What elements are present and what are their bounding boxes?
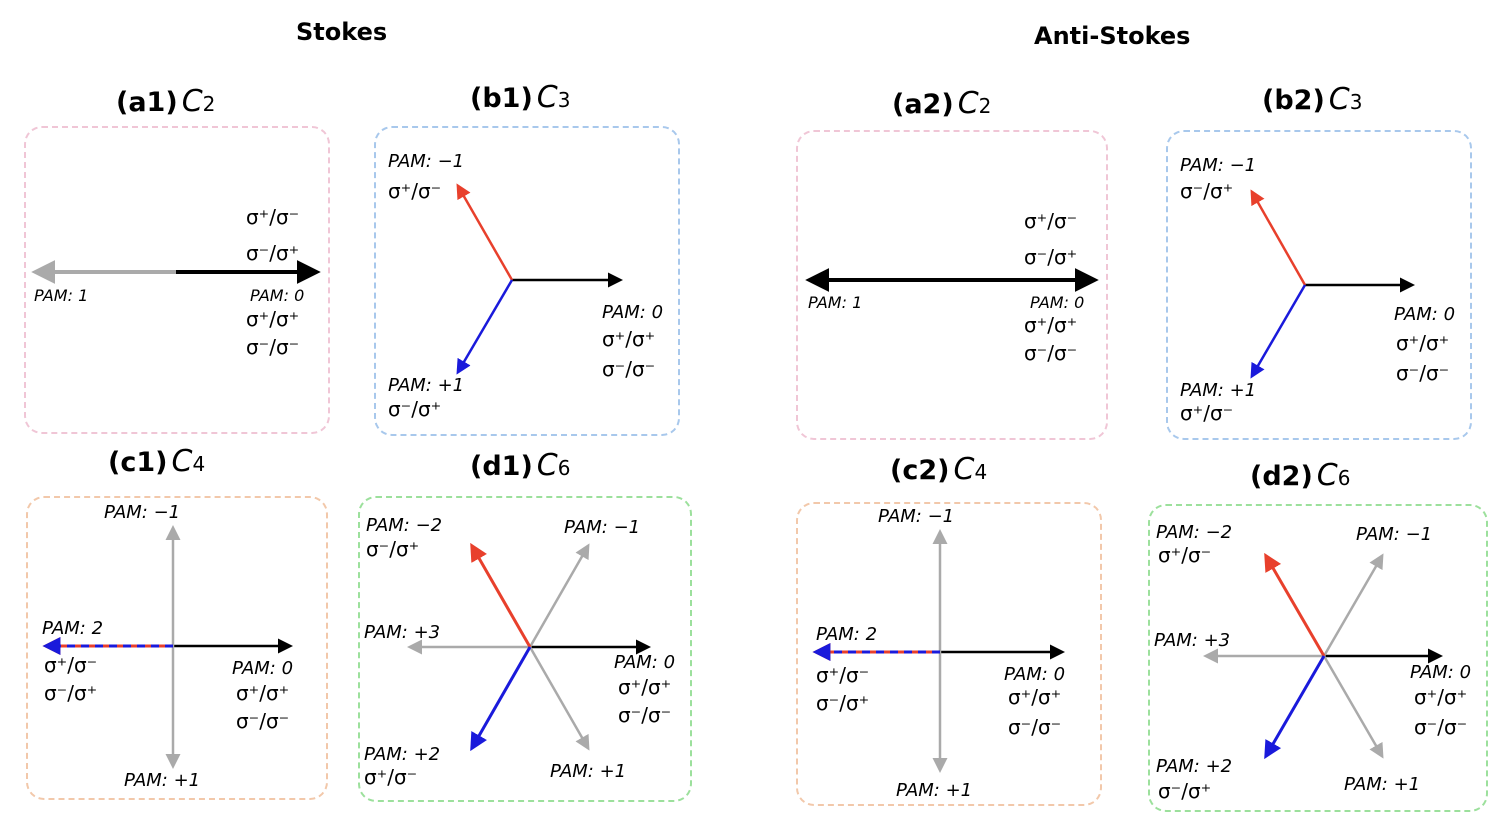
label-pam-m1: PAM: −1 [878,506,954,527]
label-smp: σ⁻/σ⁺ [1180,179,1233,203]
label-pam-0: PAM: 0 [1030,293,1084,312]
panel-label-c1: (c1)C4 [108,444,206,479]
label-pam-m2: PAM: −2 [1156,522,1232,543]
label-spp: σ⁺/σ⁺ [1414,685,1467,709]
label-pam-m1: PAM: −1 [1356,524,1432,545]
label-pam-m1: PAM: −1 [104,502,180,523]
label-pam-0: PAM: 0 [602,302,663,323]
label-smm: σ⁻/σ⁻ [246,335,299,359]
label-pam-0: PAM: 0 [1004,664,1065,685]
label-pam-p3: PAM: +3 [364,622,440,643]
label-spp: σ⁺/σ⁺ [618,675,671,699]
arrow-pam-p1 [528,646,590,751]
label-smm: σ⁻/σ⁻ [1396,361,1449,385]
panel-box-b2 [1166,130,1472,440]
label-spm: σ⁺/σ⁻ [44,653,97,677]
label-smm: σ⁻/σ⁻ [1414,715,1467,739]
panel-box-c1 [26,496,328,800]
arrow-pam-m1 [456,183,514,281]
anti-stokes-title: Anti-Stokes [1034,22,1191,50]
label-pam-m1: PAM: −1 [1180,155,1256,176]
label-smp: σ⁻/σ⁺ [1158,779,1211,803]
label-spm: σ⁺/σ⁻ [246,205,299,229]
label-smp: σ⁻/σ⁺ [1024,245,1077,269]
label-spm: σ⁺/σ⁻ [1180,401,1233,425]
label-pam-0: PAM: 0 [232,658,293,679]
panel-b2-arrows [1250,189,1415,379]
label-spm: σ⁺/σ⁻ [388,179,441,203]
panel-box-c2 [796,502,1102,806]
label-pam-0: PAM: 0 [1394,304,1455,325]
arrow-pam-m2 [1264,552,1326,657]
label-pam-m1: PAM: −1 [388,151,464,172]
label-smp: σ⁻/σ⁺ [246,241,299,265]
panel-label-d1: (d1)C6 [470,448,571,483]
label-pam-2: PAM: 2 [42,618,103,639]
panel-c2-arrows [812,529,1065,773]
label-pam-p3: PAM: +3 [1154,630,1230,651]
arrow-pam-m1 [1250,189,1307,286]
label-pam-p1: PAM: +1 [1180,380,1256,401]
panel-box-d1 [358,496,692,802]
label-pam-0: PAM: 0 [614,652,675,673]
label-pam-m2: PAM: −2 [366,515,442,536]
label-spp: σ⁺/σ⁺ [246,307,299,331]
panel-label-b1: (b1)C3 [470,80,571,115]
label-pam-m1: PAM: −1 [564,517,640,538]
label-pam-p1: PAM: +1 [388,375,464,396]
label-smm: σ⁻/σ⁻ [1008,715,1061,739]
label-pam-p2: PAM: +2 [1156,756,1232,777]
panel-box-a2 [796,130,1108,440]
label-smm: σ⁻/σ⁻ [618,703,671,727]
panel-d1-arrows [407,542,651,752]
label-smp: σ⁻/σ⁺ [366,537,419,561]
arrow-pam-p2 [1264,655,1326,760]
stokes-title: Stokes [296,18,388,46]
label-pam-0: PAM: 0 [1410,662,1471,683]
label-smp: σ⁻/σ⁺ [388,397,441,421]
label-spp: σ⁺/σ⁺ [236,681,289,705]
panel-label-a2: (a2)C2 [892,86,992,121]
panel-box-d2 [1148,504,1488,812]
label-pam-1: PAM: 1 [34,286,88,305]
arrow-pam-p1 [1322,655,1384,759]
label-pam-2: PAM: 2 [816,624,877,645]
arrow-pam-m2 [470,542,532,648]
panel-label-a1: (a1)C2 [116,84,216,119]
label-spp: σ⁺/σ⁺ [1024,313,1077,337]
arrow-pam-p2 [470,646,532,752]
label-spp: σ⁺/σ⁺ [602,327,655,351]
panel-c1-arrows [42,525,293,769]
panel-label-b2: (b2)C3 [1262,82,1363,117]
label-spm: σ⁺/σ⁻ [364,765,417,789]
arrow-pam-m1 [1322,553,1384,657]
label-spp: σ⁺/σ⁺ [1396,331,1449,355]
label-spm: σ⁺/σ⁻ [816,663,869,687]
label-pam-p1: PAM: +1 [1344,774,1420,795]
label-smm: σ⁻/σ⁻ [236,709,289,733]
label-pam-p1: PAM: +1 [124,770,200,791]
panel-b1-arrows [456,183,623,375]
panel-box-b1 [374,126,680,436]
arrow-pam-p1 [456,279,514,375]
arrow-pam-p1 [1250,284,1307,379]
label-smp: σ⁻/σ⁺ [44,681,97,705]
label-pam-0: PAM: 0 [250,286,304,305]
label-smm: σ⁻/σ⁻ [1024,341,1077,365]
label-smp: σ⁻/σ⁺ [816,691,869,715]
panel-label-d2: (d2)C6 [1250,458,1351,493]
arrow-pam-m1 [528,543,590,648]
label-pam-p2: PAM: +2 [364,744,440,765]
label-pam-p1: PAM: +1 [550,761,626,782]
label-smm: σ⁻/σ⁻ [602,357,655,381]
label-spm: σ⁺/σ⁻ [1158,543,1211,567]
label-pam-p1: PAM: +1 [896,780,972,801]
panel-d2-arrows [1203,552,1443,760]
label-spp: σ⁺/σ⁺ [1008,685,1061,709]
label-spm: σ⁺/σ⁻ [1024,209,1077,233]
panel-box-a1 [24,126,330,434]
panel-label-c2: (c2)C4 [890,452,988,487]
label-pam-1: PAM: 1 [808,293,862,312]
